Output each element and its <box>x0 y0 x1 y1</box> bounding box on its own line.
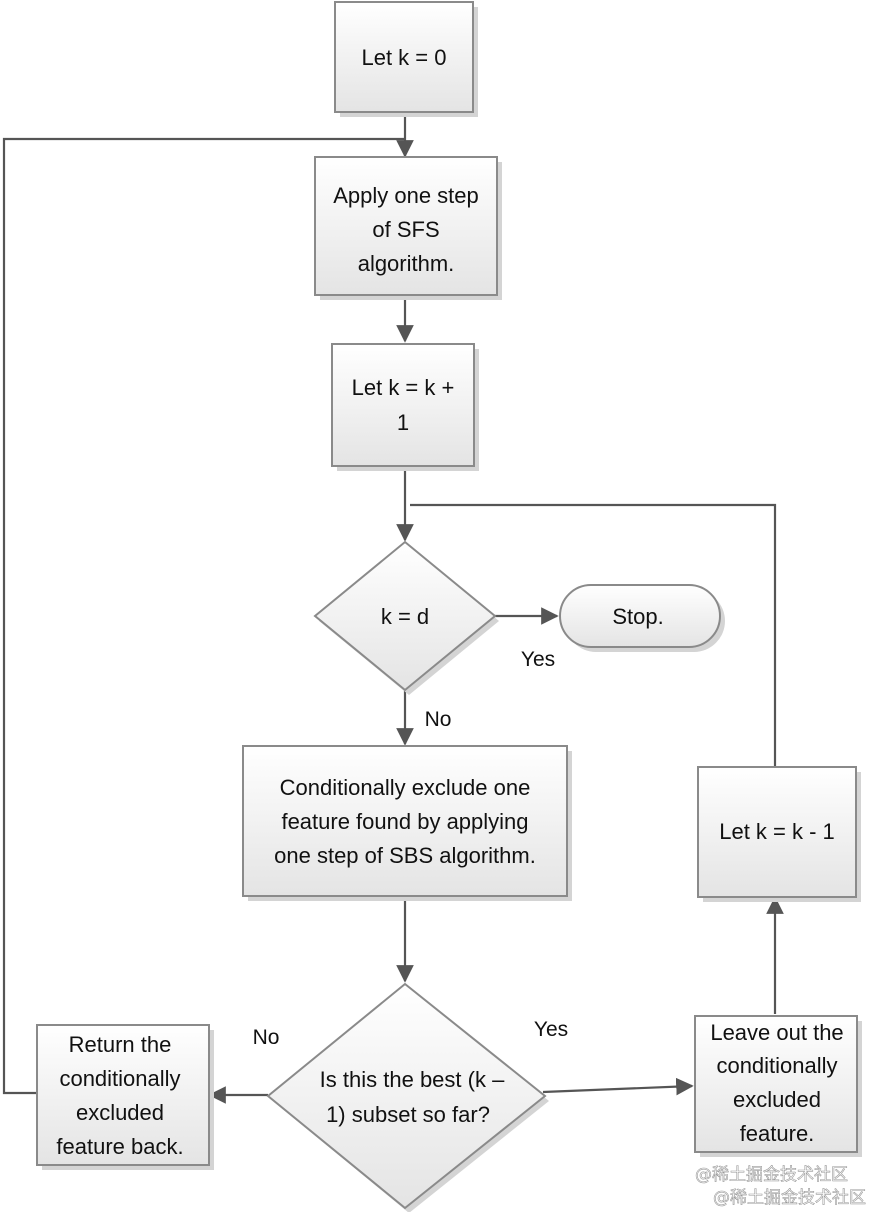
node-best-subset: Is this the best (k – 1) subset so far? <box>266 982 549 1212</box>
node-leave-out-line-2: conditionally <box>716 1053 837 1078</box>
node-return-back-line-3: excluded <box>76 1100 164 1125</box>
node-return-back-line-1: Return the <box>69 1032 172 1057</box>
node-leave-out-line-1: Leave out the <box>710 1020 843 1045</box>
node-leave-out-line-3: excluded <box>733 1087 821 1112</box>
node-exclude: Conditionally exclude one feature found … <box>242 745 572 901</box>
node-increment-line-1: Let k = k + <box>352 375 455 400</box>
watermark-line-1: @稀土掘金技术社区 <box>695 1165 848 1185</box>
edges <box>2 113 784 1104</box>
node-return-back-line-4: feature back. <box>56 1134 183 1159</box>
node-exclude-line-1: Conditionally exclude one <box>280 775 531 800</box>
watermark-line-2: @稀土掘金技术社区 <box>713 1188 866 1208</box>
node-exclude-line-3: one step of SBS algorithm. <box>274 843 536 868</box>
node-check-d-text: k = d <box>381 604 429 629</box>
node-leave-out-line-4: feature. <box>740 1121 815 1146</box>
node-stop: Stop. <box>559 584 725 652</box>
node-return-back-line-2: conditionally <box>59 1066 180 1091</box>
node-return-back: Return the conditionally excluded featur… <box>36 1024 214 1170</box>
node-decrement-text: Let k = k - 1 <box>719 819 835 844</box>
node-sfs: Apply one step of SFS algorithm. <box>314 156 502 300</box>
label-check-yes: Yes <box>521 648 555 671</box>
node-increment: Let k = k + 1 <box>331 343 479 471</box>
node-decrement: Let k = k - 1 <box>697 766 861 902</box>
node-best-subset-line-1: Is this the best (k – <box>320 1067 505 1092</box>
node-increment-line-2: 1 <box>397 410 409 435</box>
node-sfs-line-1: Apply one step <box>333 183 479 208</box>
node-leave-out: Leave out the conditionally excluded fea… <box>694 1015 862 1157</box>
label-check-no: No <box>425 708 452 731</box>
node-stop-text: Stop. <box>612 604 663 629</box>
node-init-text: Let k = 0 <box>361 45 446 70</box>
node-sfs-line-3: algorithm. <box>358 251 455 276</box>
node-best-subset-line-2: 1) subset so far? <box>326 1102 490 1127</box>
edge-best-to-leaveout <box>542 1077 694 1096</box>
node-sfs-line-2: of SFS <box>372 217 439 242</box>
label-best-no: No <box>253 1026 280 1049</box>
label-best-yes: Yes <box>534 1018 568 1041</box>
node-exclude-line-2: feature found by applying <box>281 809 528 834</box>
edge-return-loop-to-sfs <box>2 137 405 1095</box>
node-init: Let k = 0 <box>334 1 478 117</box>
node-check-d: k = d <box>313 540 499 695</box>
edge-dec-loop-to-check <box>410 503 777 766</box>
